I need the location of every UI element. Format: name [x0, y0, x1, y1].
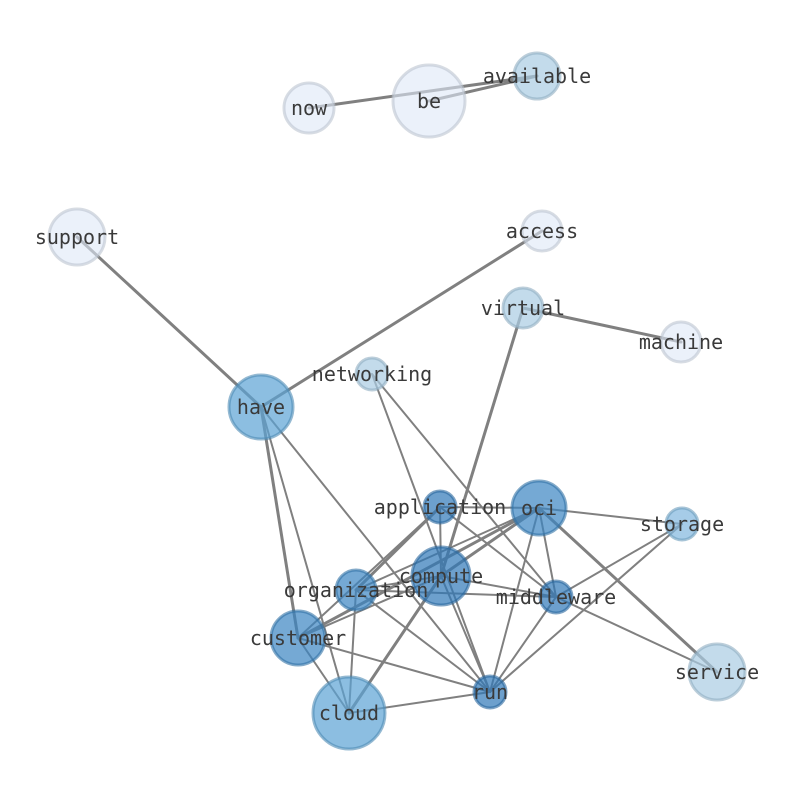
edge-storage-middleware — [555, 523, 683, 598]
node-label-support: support — [35, 225, 119, 249]
edge-middleware-run — [489, 596, 557, 693]
node-label-oci: oci — [521, 496, 557, 520]
node-oci — [510, 479, 568, 537]
edge-virtual-compute — [439, 306, 525, 578]
node-label-virtual: virtual — [481, 296, 565, 320]
edge-have-run — [260, 406, 491, 693]
node-label-service: service — [675, 660, 759, 684]
node-compute — [410, 545, 472, 607]
node-label-cloud: cloud — [319, 701, 379, 725]
label-layer: now be available support access virtual machin… — [35, 64, 759, 725]
node-label-networking: networking — [312, 362, 432, 386]
edge-organization-run — [355, 589, 491, 693]
node-run — [472, 674, 508, 710]
node-be — [391, 63, 467, 139]
node-access — [520, 209, 564, 253]
edge-have-customer — [259, 405, 300, 640]
node-virtual — [501, 286, 545, 330]
edge-support-have — [75, 235, 263, 409]
node-label-be: be — [417, 89, 441, 113]
node-label-middleware: middleware — [496, 585, 616, 609]
edge-virtual-machine — [521, 306, 683, 344]
node-label-access: access — [506, 219, 578, 243]
edge-have-cloud — [260, 406, 350, 714]
node-service — [687, 642, 747, 702]
node-cloud — [311, 675, 387, 751]
node-label-customer: customer — [250, 626, 346, 650]
node-storage — [664, 506, 700, 542]
node-networking — [354, 356, 390, 392]
node-layer — [47, 51, 747, 751]
edge-customer-run — [297, 637, 491, 693]
node-customer — [269, 609, 327, 667]
node-middleware — [538, 579, 574, 615]
edge-middleware-service — [555, 596, 718, 673]
node-organization — [334, 568, 378, 612]
node-label-machine: machine — [639, 330, 723, 354]
edge-oci-service — [537, 506, 719, 674]
node-label-now: now — [291, 96, 328, 120]
edge-application-middleware — [439, 506, 557, 598]
edge-oci-run — [489, 507, 540, 693]
node-label-organization: organization — [284, 578, 429, 602]
node-label-compute: compute — [399, 564, 483, 588]
node-application — [422, 489, 458, 525]
node-label-available: available — [483, 64, 591, 88]
edge-layer — [75, 74, 719, 715]
node-machine — [659, 320, 703, 364]
edge-storage-run — [489, 523, 683, 693]
node-label-application: application — [374, 495, 506, 519]
node-available — [512, 51, 562, 101]
node-label-storage: storage — [640, 512, 724, 536]
node-label-have: have — [237, 395, 285, 419]
node-have — [227, 373, 295, 441]
node-now — [282, 81, 336, 135]
node-label-run: run — [472, 680, 508, 704]
edge-access-have — [259, 229, 544, 409]
edge-networking-run — [371, 373, 491, 693]
edge-application-customer — [297, 506, 441, 639]
node-support — [47, 207, 107, 267]
